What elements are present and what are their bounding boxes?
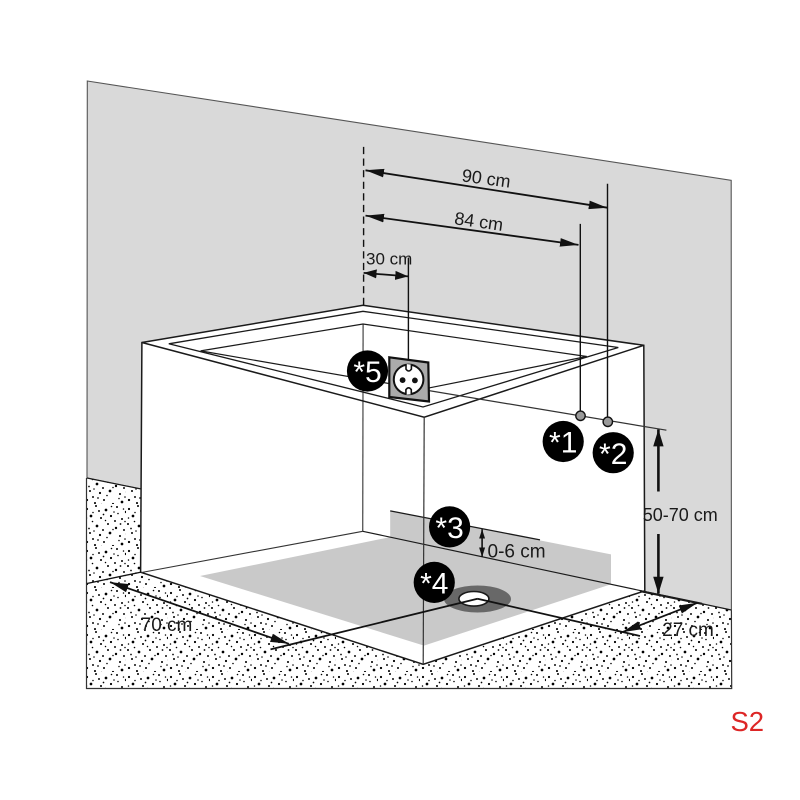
- svg-text:S2: S2: [730, 706, 764, 737]
- svg-text:50-70 cm: 50-70 cm: [643, 505, 718, 525]
- svg-text:*2: *2: [599, 438, 627, 471]
- svg-text:30 cm: 30 cm: [366, 250, 412, 269]
- svg-text:*4: *4: [420, 568, 448, 601]
- svg-text:27 cm: 27 cm: [662, 620, 714, 641]
- svg-text:*3: *3: [435, 512, 463, 545]
- svg-text:0-6 cm: 0-6 cm: [488, 542, 546, 563]
- svg-text:*5: *5: [353, 356, 381, 389]
- svg-text:*1: *1: [549, 427, 577, 460]
- svg-text:70 cm: 70 cm: [141, 615, 193, 636]
